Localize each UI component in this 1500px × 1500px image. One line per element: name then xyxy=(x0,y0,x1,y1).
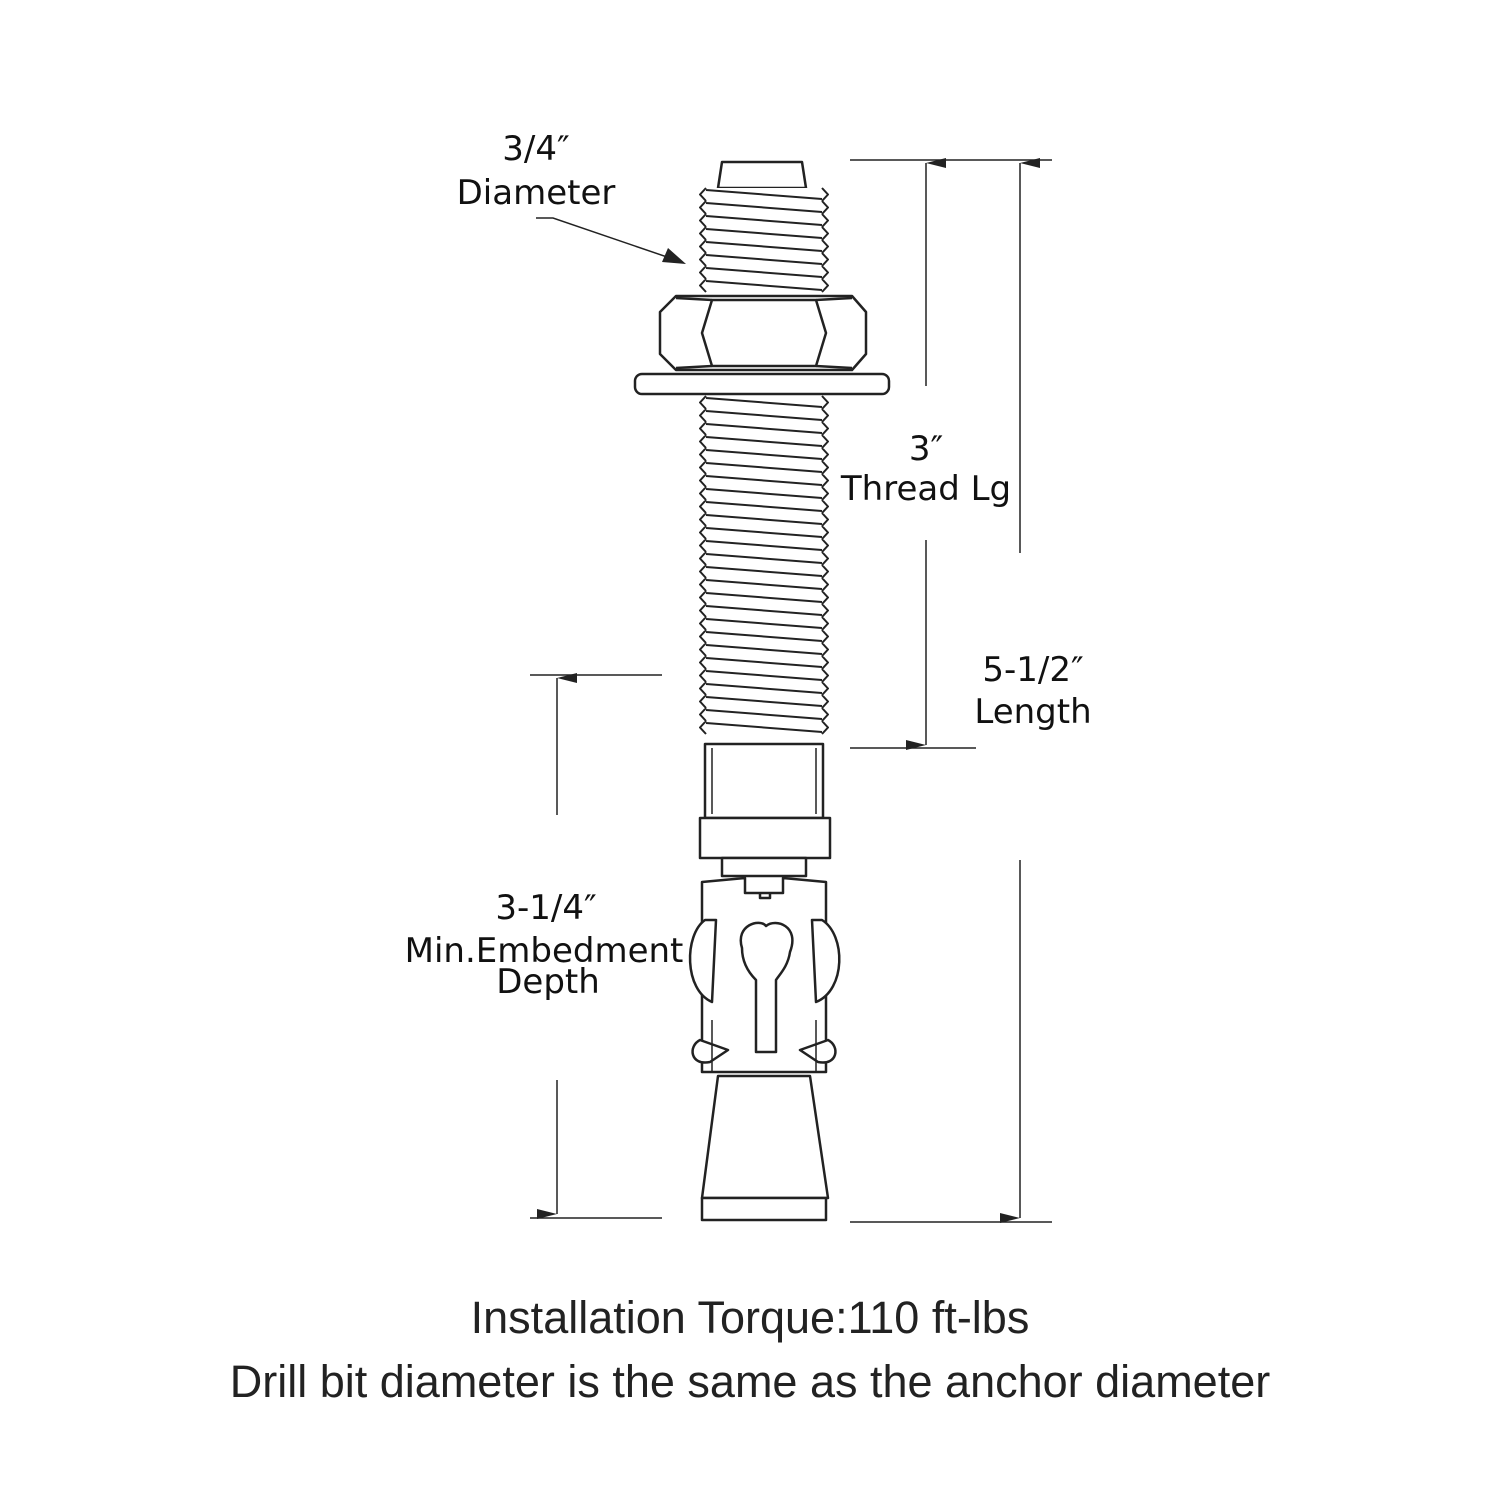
embedment-caption-line1: Min.Embedment xyxy=(405,931,684,971)
drill-bit-note: Drill bit diameter is the same as the an… xyxy=(229,1356,1271,1407)
lower-threads-teeth xyxy=(699,395,829,735)
lower-threads xyxy=(699,395,829,744)
expansion-clip xyxy=(688,876,841,1074)
bolt-base xyxy=(700,1196,828,1222)
hex-nut xyxy=(658,294,868,372)
anchor-bolt xyxy=(633,160,891,1222)
bolt-tip xyxy=(716,160,808,190)
collar xyxy=(698,816,832,860)
embedment-value: 3-1/4″ xyxy=(495,888,596,928)
thread-length-value: 3″ xyxy=(909,429,943,469)
diameter-caption: Diameter xyxy=(457,173,616,213)
thread-length-caption: Thread Lg xyxy=(840,469,1011,509)
upper-threads xyxy=(699,187,829,296)
upper-threads-teeth xyxy=(699,187,829,293)
washer xyxy=(633,372,891,396)
diameter-leader xyxy=(536,217,671,259)
installation-torque-note: Installation Torque:110 ft-lbs xyxy=(470,1292,1030,1343)
expansion-cone xyxy=(700,1074,830,1200)
length-value: 5-1/2″ xyxy=(982,650,1083,690)
shank xyxy=(703,742,825,820)
embedment-caption-line2: Depth xyxy=(496,962,600,1002)
neck xyxy=(720,856,808,878)
dimension-lines xyxy=(530,158,1052,1223)
diameter-value: 3/4″ xyxy=(502,129,569,169)
upper-threads-core xyxy=(706,188,822,296)
length-caption: Length xyxy=(974,692,1091,732)
